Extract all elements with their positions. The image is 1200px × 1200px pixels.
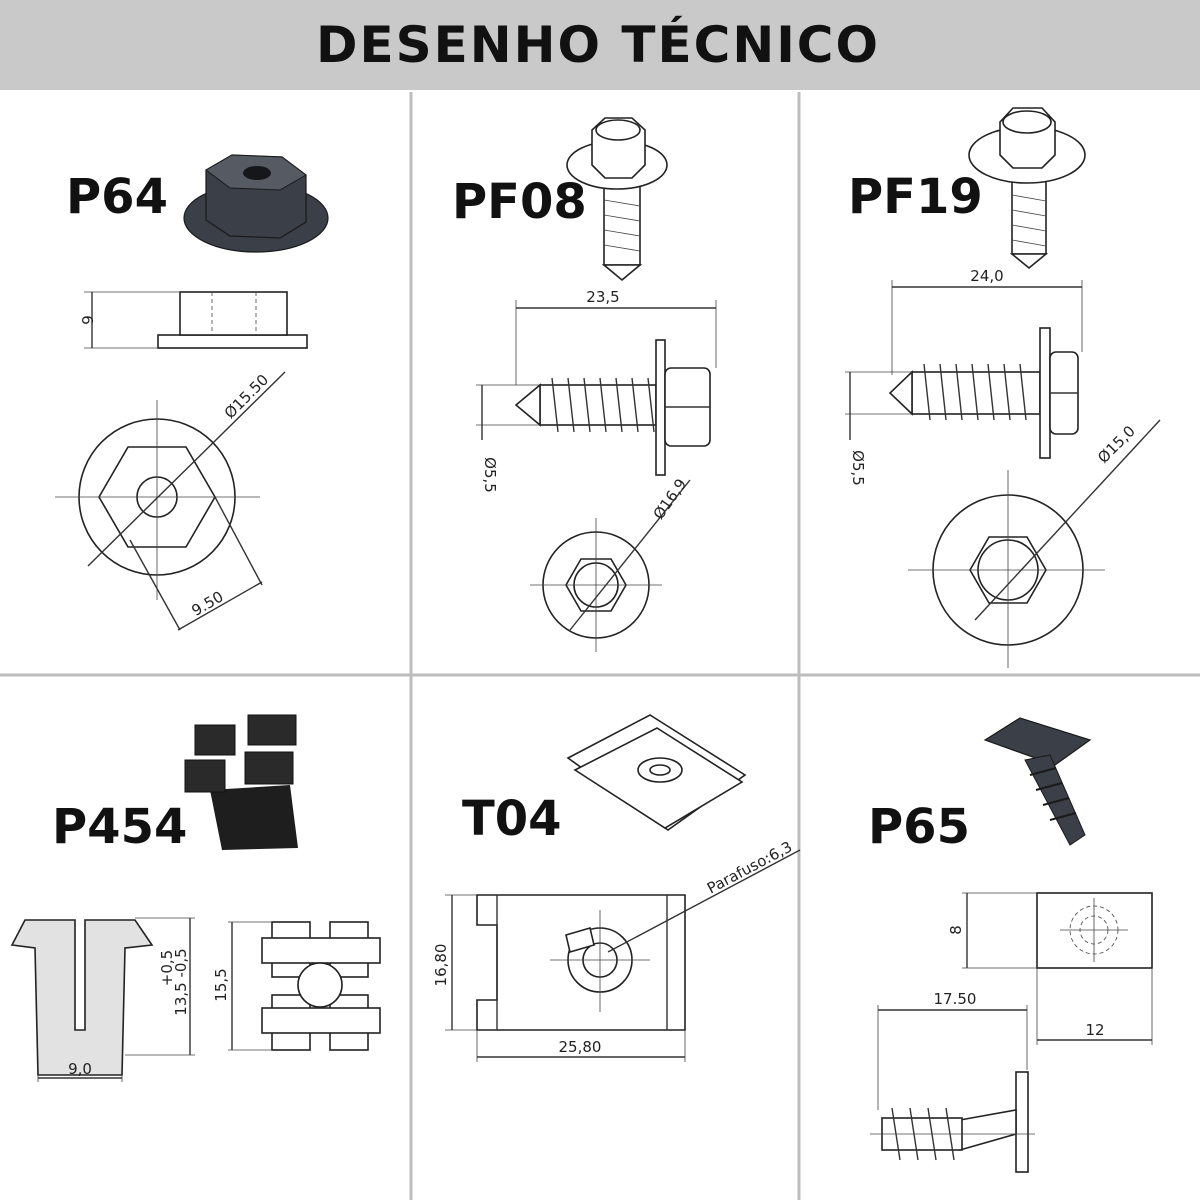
panel-p65: P65 8 12 17.50 — [868, 717, 1153, 1173]
dim-width: 25,80 — [559, 1038, 602, 1056]
part-label: T04 — [462, 791, 562, 847]
dim-screw-size: Parafuso:6,3 — [704, 838, 795, 898]
dim-overall: 15,5 — [212, 968, 230, 1001]
front-view: Ø15,0 — [908, 419, 1161, 668]
panel-p454: P454 +0,5 13,5 -0,5 9,0 — [10, 714, 381, 1082]
top-view: 15,5 — [212, 921, 381, 1051]
side-view: 17.50 — [870, 990, 1035, 1173]
u-nut-3d-image — [566, 714, 747, 831]
dim-height: 13,5 -0,5 — [172, 948, 190, 1015]
dim-length: 24,0 — [970, 267, 1003, 285]
dim-thread-diameter: Ø5,5 — [849, 450, 867, 486]
dim-length: 23,5 — [586, 288, 619, 306]
dim-thread-diameter: Ø5,5 — [481, 457, 499, 493]
part-label: P64 — [66, 169, 168, 225]
page-title: DESENHO TÉCNICO — [316, 15, 880, 74]
dim-across-flats: 9.50 — [189, 588, 227, 620]
front-view: Parafuso:6,3 16,80 25,80 — [432, 838, 801, 1062]
dim-height: 6 — [78, 315, 96, 325]
panel-t04: T04 Parafuso:6,3 16,80 25,80 — [432, 714, 801, 1062]
header-bar — [0, 0, 1200, 90]
dim-washer-diameter: Ø16,9 — [650, 475, 691, 522]
part-label: P454 — [52, 799, 187, 855]
front-view: Ø16,9 — [530, 475, 691, 652]
dim-width: 12 — [1085, 1021, 1104, 1039]
side-view: 23,5 Ø5,5 — [476, 288, 717, 493]
panel-pf08: PF08 23,5 — [452, 117, 717, 652]
panel-p64: P64 6 Ø15.50 9.50 — [55, 154, 329, 631]
top-view: Ø15.50 9.50 — [55, 371, 286, 631]
part-label: P65 — [868, 799, 970, 855]
part-label: PF08 — [452, 174, 587, 230]
dim-diameter: Ø15.50 — [221, 371, 272, 422]
top-view: 8 12 — [947, 892, 1153, 1045]
nut-3d-image — [183, 154, 329, 253]
clip-3d-image — [184, 714, 298, 850]
side-view: 24,0 Ø5,5 — [845, 267, 1083, 486]
dim-tolerance-upper: +0,5 — [158, 950, 176, 986]
dim-washer-diameter: Ø15,0 — [1094, 422, 1139, 467]
screw-3d-image — [983, 717, 1092, 846]
dim-length: 17.50 — [934, 990, 977, 1008]
screw-3d-image — [566, 117, 668, 282]
part-label: PF19 — [848, 169, 983, 225]
panel-pf19: PF19 24,0 — [845, 107, 1161, 668]
cross-section-view: +0,5 13,5 -0,5 9,0 — [10, 917, 195, 1082]
screw-3d-image — [968, 107, 1086, 270]
side-view: 6 — [78, 291, 308, 349]
dim-height: 16,80 — [432, 944, 450, 987]
dim-height: 8 — [947, 925, 965, 935]
dim-width: 9,0 — [68, 1060, 92, 1078]
